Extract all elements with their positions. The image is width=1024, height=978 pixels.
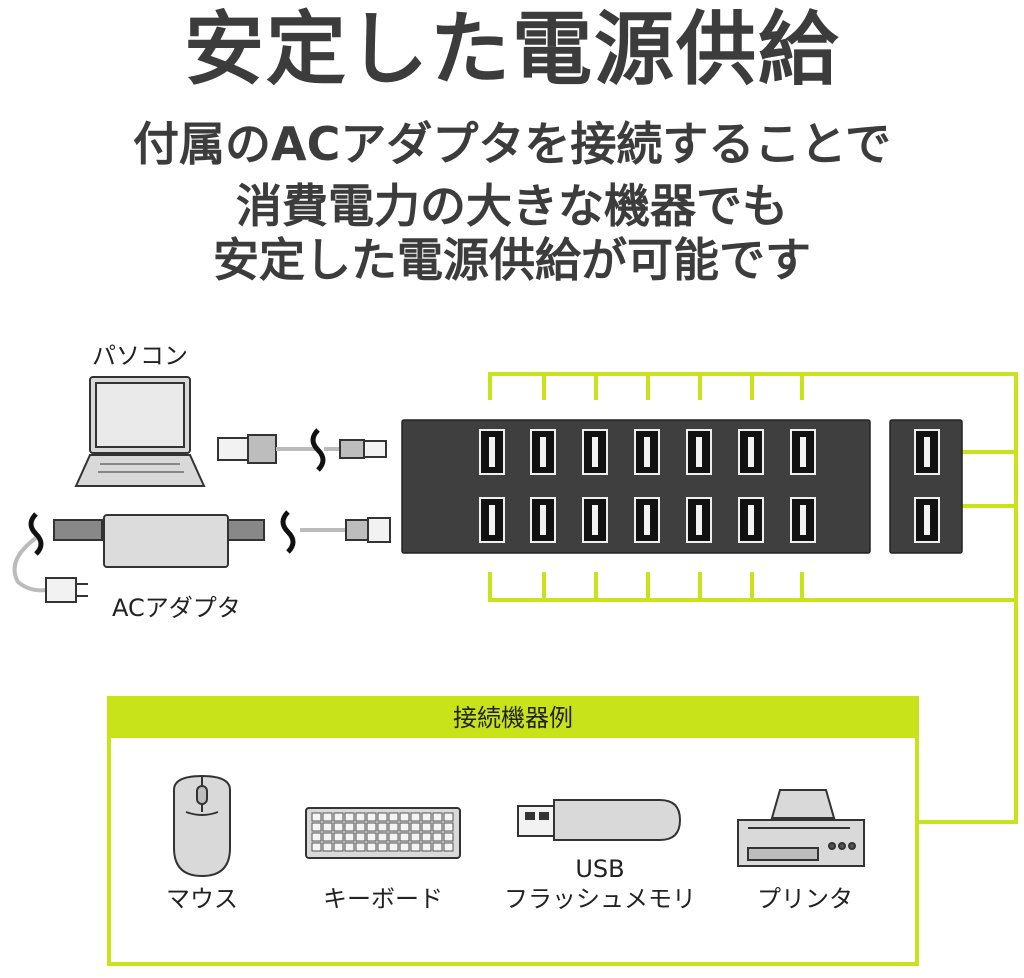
keyboard-key [344, 822, 355, 832]
laptop-icon [74, 376, 206, 487]
keyboard-key [377, 822, 388, 832]
subtitle-line-1: 付属のACアダプタを接続することで [133, 117, 891, 171]
keyboard-key [443, 842, 454, 852]
keyboard-key [388, 812, 399, 822]
keyboard-key [410, 832, 421, 842]
usb-port [634, 429, 660, 475]
usb-port [582, 429, 608, 475]
page-title: 安定した電源供給 [184, 3, 840, 96]
keyboard-key [432, 822, 443, 832]
usb-port [738, 497, 764, 543]
keyboard-icon [305, 807, 461, 859]
examples-box [107, 696, 919, 966]
device-label-printer: プリンタ [757, 885, 853, 913]
keyboard-key [322, 832, 333, 842]
keyboard-key [333, 812, 344, 822]
keyboard-key [322, 812, 333, 822]
device-label-usb-line2: フラッシュメモリ [504, 885, 696, 913]
keyboard-key [410, 812, 421, 822]
keyboard-key [377, 832, 388, 842]
keyboard-key [399, 832, 410, 842]
keyboard-key [410, 842, 421, 852]
keyboard-key [366, 812, 377, 822]
keyboard-key [344, 812, 355, 822]
keyboard-key [388, 822, 399, 832]
keyboard-key [421, 832, 432, 842]
connection-lines [488, 372, 1018, 824]
keyboard-key [366, 832, 377, 842]
keyboard-key [311, 832, 322, 842]
usb-port [479, 429, 505, 475]
usb-cable [217, 428, 387, 472]
keyboard-key [344, 832, 355, 842]
keyboard-key [355, 842, 366, 852]
keyboard-key [377, 812, 388, 822]
keyboard-key [366, 842, 377, 852]
usb-hub [401, 419, 963, 554]
keyboard-key [388, 832, 399, 842]
subtitle-line-2: 消費電力の大きな機器でも [236, 179, 788, 233]
keyboard-key [443, 832, 454, 842]
keyboard-key [355, 832, 366, 842]
examples-heading: 接続機器例 [453, 704, 573, 732]
keyboard-key [421, 812, 432, 822]
keyboard-key [333, 832, 344, 842]
subtitle-line-3: 安定した電源供給が可能です [213, 233, 811, 287]
usb-flash-icon [517, 799, 682, 841]
device-label-usb-line1: USB [575, 855, 625, 883]
keyboard-key [388, 842, 399, 852]
mouse-icon [173, 774, 231, 878]
usb-port [530, 429, 556, 475]
keyboard-key [443, 812, 454, 822]
keyboard-key [355, 822, 366, 832]
usb-port [530, 497, 556, 543]
device-label-keyboard: キーボード [323, 885, 443, 913]
usb-port [686, 429, 712, 475]
keyboard-key [410, 822, 421, 832]
keyboard-key [311, 812, 322, 822]
usb-port [790, 429, 816, 475]
usb-port [914, 429, 940, 475]
keyboard-key [432, 832, 443, 842]
keyboard-key [432, 842, 443, 852]
keyboard-key [311, 842, 322, 852]
usb-port [790, 497, 816, 543]
keyboard-key [421, 822, 432, 832]
keyboard-key [399, 842, 410, 852]
keyboard-key [443, 822, 454, 832]
usb-port [479, 497, 505, 543]
ac-adapter-label: ACアダプタ [112, 594, 241, 622]
usb-port [634, 497, 660, 543]
ac-adapter-icon [12, 510, 391, 603]
usb-port [686, 497, 712, 543]
keyboard-key [355, 812, 366, 822]
usb-port [582, 497, 608, 543]
keyboard-key [377, 842, 388, 852]
keyboard-key [421, 842, 432, 852]
usb-port [914, 497, 940, 543]
device-label-mouse: マウス [166, 885, 238, 913]
keyboard-key [333, 822, 344, 832]
keyboard-key [322, 842, 333, 852]
printer-icon [737, 789, 865, 867]
keyboard-key [399, 812, 410, 822]
pc-label: パソコン [92, 342, 188, 370]
keyboard-key [366, 822, 377, 832]
keyboard-key [432, 812, 443, 822]
keyboard-key [399, 822, 410, 832]
usb-port [738, 429, 764, 475]
keyboard-key [344, 842, 355, 852]
keyboard-key [311, 822, 322, 832]
keyboard-key [322, 822, 333, 832]
keyboard-key [333, 842, 344, 852]
